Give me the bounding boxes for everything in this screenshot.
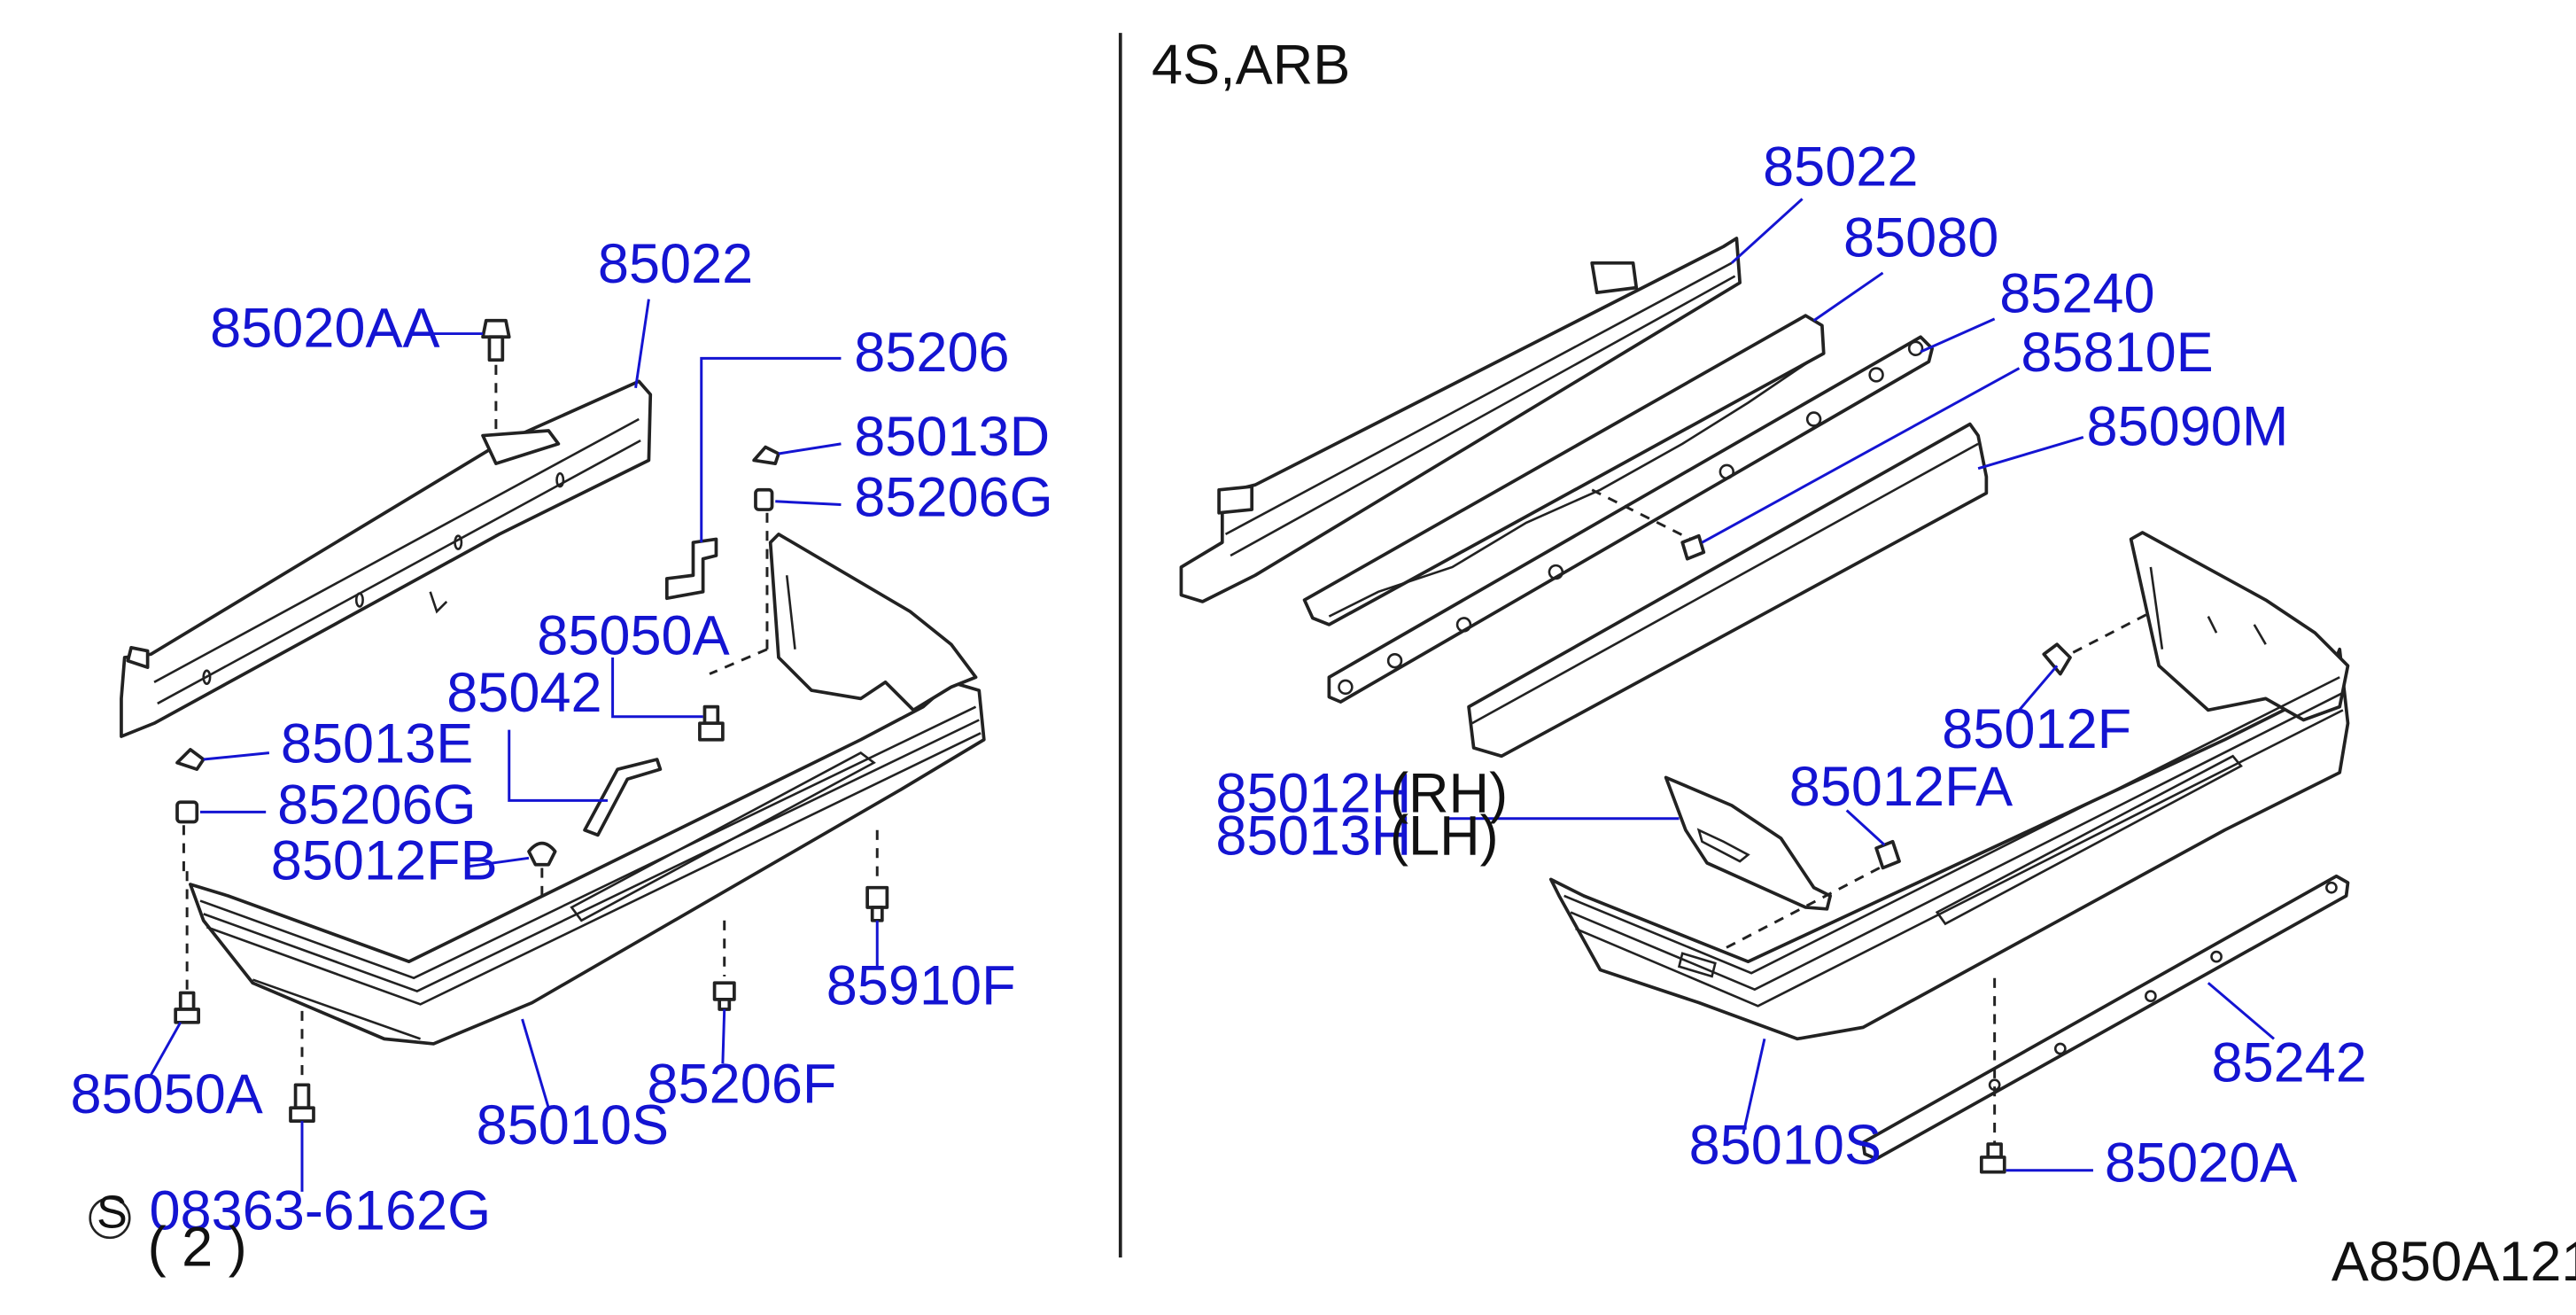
label-85020AA[interactable]: 85020AA <box>210 297 440 359</box>
label-85013H[interactable]: 85013H <box>1215 805 1411 868</box>
side-bracket-85012H-drawing <box>1664 775 1833 911</box>
side-bracket-slot <box>1696 828 1750 863</box>
absorber-85080-drawing <box>1302 314 1826 626</box>
bracket-85042-drawing <box>583 758 663 837</box>
left-leader-lines <box>150 299 879 1192</box>
bolt-85050A-bottom-drawing <box>174 871 200 1024</box>
label-85020A[interactable]: 85020A <box>2105 1132 2297 1194</box>
bolt-85050A-mid-drawing <box>698 704 725 742</box>
label-85022-right[interactable]: 85022 <box>1763 136 1918 198</box>
label-85810E[interactable]: 85810E <box>2021 322 2213 384</box>
label-85206G-low[interactable]: 85206G <box>277 774 476 836</box>
clip-85013D-drawing <box>752 445 780 465</box>
bolt-85020AA-drawing <box>481 318 511 432</box>
rail-85242-drawing <box>1861 874 2350 1161</box>
clip-85013E-drawing <box>175 748 206 771</box>
drawing-code: A850A121 <box>2332 1231 2576 1293</box>
label-85206F[interactable]: 85206F <box>648 1054 837 1116</box>
label-85010S-right[interactable]: 85010S <box>1689 1114 1882 1176</box>
screw-symbol-circle <box>89 1196 131 1240</box>
screw-symbol-letter: S <box>97 1187 128 1239</box>
label-85050A-mid[interactable]: 85050A <box>537 604 729 666</box>
label-85206[interactable]: 85206 <box>854 322 1009 384</box>
label-85012F[interactable]: 85012F <box>1942 698 2131 760</box>
pad-85090M-edge <box>1471 442 1979 725</box>
screw-08363-drawing <box>289 1010 315 1123</box>
label-08363-6162G[interactable]: 08363-6162G <box>149 1180 491 1242</box>
label-85010S-left[interactable]: 85010S <box>477 1094 669 1156</box>
label-lh: (LH) <box>1390 805 1499 868</box>
label-85050A-bottom[interactable]: 85050A <box>70 1063 262 1125</box>
clip-85012FA-drawing <box>1714 839 1901 955</box>
bolt-85206F-drawing <box>712 920 736 1011</box>
right-panel: 4S,ARB <box>1152 35 2367 1194</box>
label-85013E[interactable]: 85013E <box>281 713 473 775</box>
screw-quantity: ( 2 ) <box>148 1216 247 1278</box>
bumper-fascia-85010S-right-drawing <box>1548 531 2350 1041</box>
label-85042[interactable]: 85042 <box>446 662 601 724</box>
label-85240[interactable]: 85240 <box>1999 262 2154 324</box>
reinforcement-bar-drawing <box>120 379 653 738</box>
reinforcement-85022-drawing <box>1179 237 1742 603</box>
clip-85206G-top-drawing <box>709 487 774 675</box>
label-85206G-top[interactable]: 85206G <box>854 466 1052 528</box>
right-leader-lines <box>1448 198 2275 1172</box>
label-85242[interactable]: 85242 <box>2212 1032 2367 1094</box>
label-85012FB[interactable]: 85012FB <box>271 829 498 891</box>
bracket-85206-drawing <box>664 537 718 601</box>
retainer-85012F-drawing <box>2042 607 2160 676</box>
label-85012H[interactable]: 85012H <box>1215 762 1411 824</box>
variant-label: 4S,ARB <box>1152 35 1350 97</box>
clip-85810E-drawing <box>1591 488 1706 561</box>
bolt-85020A-drawing <box>1979 977 2006 1174</box>
label-85910F[interactable]: 85910F <box>826 954 1016 1016</box>
left-panel: 85022 85020AA 85206 85013D 85206G 85050A… <box>70 233 1052 1278</box>
bumper-fascia-85010S-drawing <box>189 533 986 1046</box>
label-85080[interactable]: 85080 <box>1843 206 1998 268</box>
label-85013D[interactable]: 85013D <box>854 406 1050 468</box>
label-85012FA[interactable]: 85012FA <box>1789 756 2013 818</box>
strip-85240-drawing <box>1327 335 1935 704</box>
label-85022-left[interactable]: 85022 <box>598 233 753 295</box>
label-85090M[interactable]: 85090M <box>2087 396 2289 458</box>
clip-85206G-low-drawing <box>175 800 199 872</box>
label-rh: (RH) <box>1390 762 1508 824</box>
pad-85090M-drawing <box>1467 422 1989 759</box>
bolt-85910F-drawing <box>865 829 889 922</box>
